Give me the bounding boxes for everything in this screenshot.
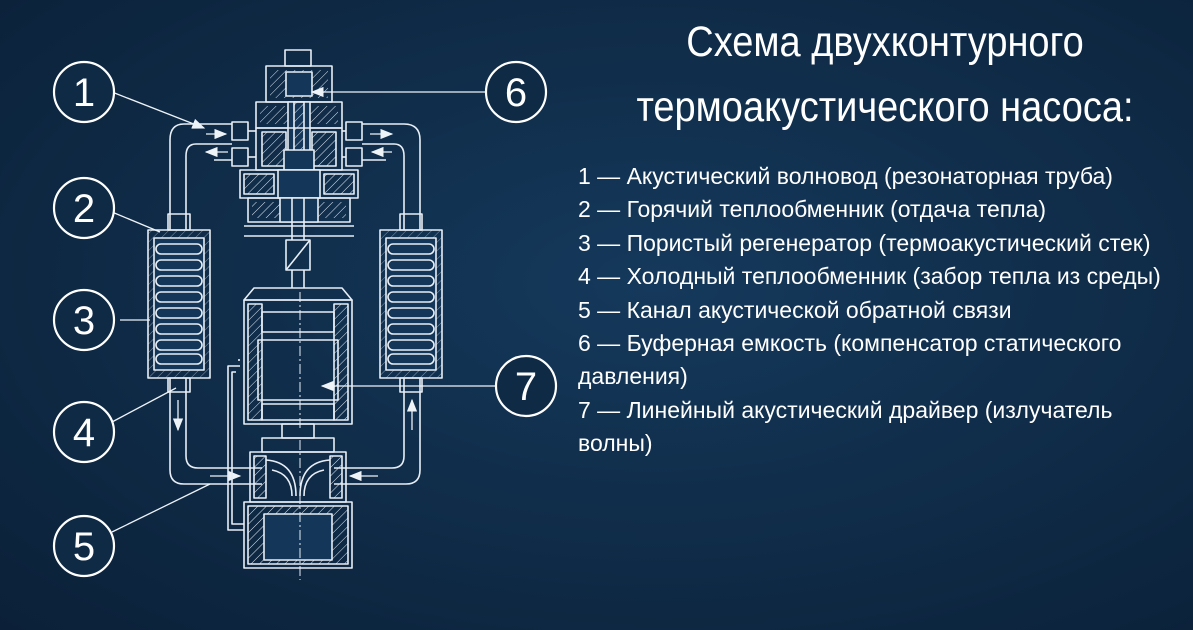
legend-item-4: 4 — Холодный теплообменник (забор тепла …	[578, 263, 1161, 290]
right-heat-exchanger	[379, 213, 443, 393]
callout-circle-2	[52, 176, 116, 240]
callout-number-3: 3	[73, 299, 95, 343]
legend-item-1: 1 — Акустический волновод (резонаторная …	[578, 163, 1113, 189]
callout-number-6: 6	[505, 71, 527, 115]
legend-list: 1 — Акустический волновод (резонаторная …	[578, 160, 1190, 461]
diagram-title: Схема двухконтурного термоакустического …	[585, 10, 1185, 140]
linear-driver	[227, 287, 353, 531]
central-shaft	[285, 198, 311, 288]
title-line-2: термоакустического насоса:	[636, 83, 1134, 131]
callout-number-4: 4	[73, 411, 95, 455]
legend-item-6: 6 — Буферная емкость (компенсатор статич…	[578, 330, 1122, 390]
callout-number-5: 5	[73, 525, 95, 569]
callout-circle-3	[52, 288, 116, 352]
flow-arrows	[172, 128, 418, 482]
callout-circle-4	[52, 400, 116, 464]
callout-circle-1	[52, 60, 116, 124]
legend-item-3: 3 — Пористый регенератор (термоакустичес…	[578, 229, 1151, 256]
callout-circle-7	[494, 354, 558, 418]
title-line-1: Схема двухконтурного	[686, 18, 1084, 66]
callout-number-1: 1	[73, 71, 95, 115]
bottom-chamber	[243, 423, 353, 580]
callout-number-2: 2	[73, 187, 95, 231]
schematic-diagram: 1 2 3 4 5 6 7	[52, 49, 558, 580]
callout-circle-6	[484, 60, 548, 124]
acoustic-waveguide	[169, 123, 421, 485]
leader-lines	[111, 86, 496, 533]
legend-item-7: 7 — Линейный акустический драйвер (излуч…	[578, 396, 1113, 457]
legend-item-5: 5 — Канал акустической обратной связи	[578, 296, 1012, 323]
left-heat-exchanger	[147, 213, 211, 393]
callout-circle-5	[52, 514, 116, 578]
callout-number-7: 7	[515, 365, 537, 409]
buffer-vessel	[239, 49, 359, 237]
legend-item-2: 2 — Горячий теплообменник (отдача тепла)	[578, 196, 1047, 223]
top-flanges	[231, 121, 363, 167]
